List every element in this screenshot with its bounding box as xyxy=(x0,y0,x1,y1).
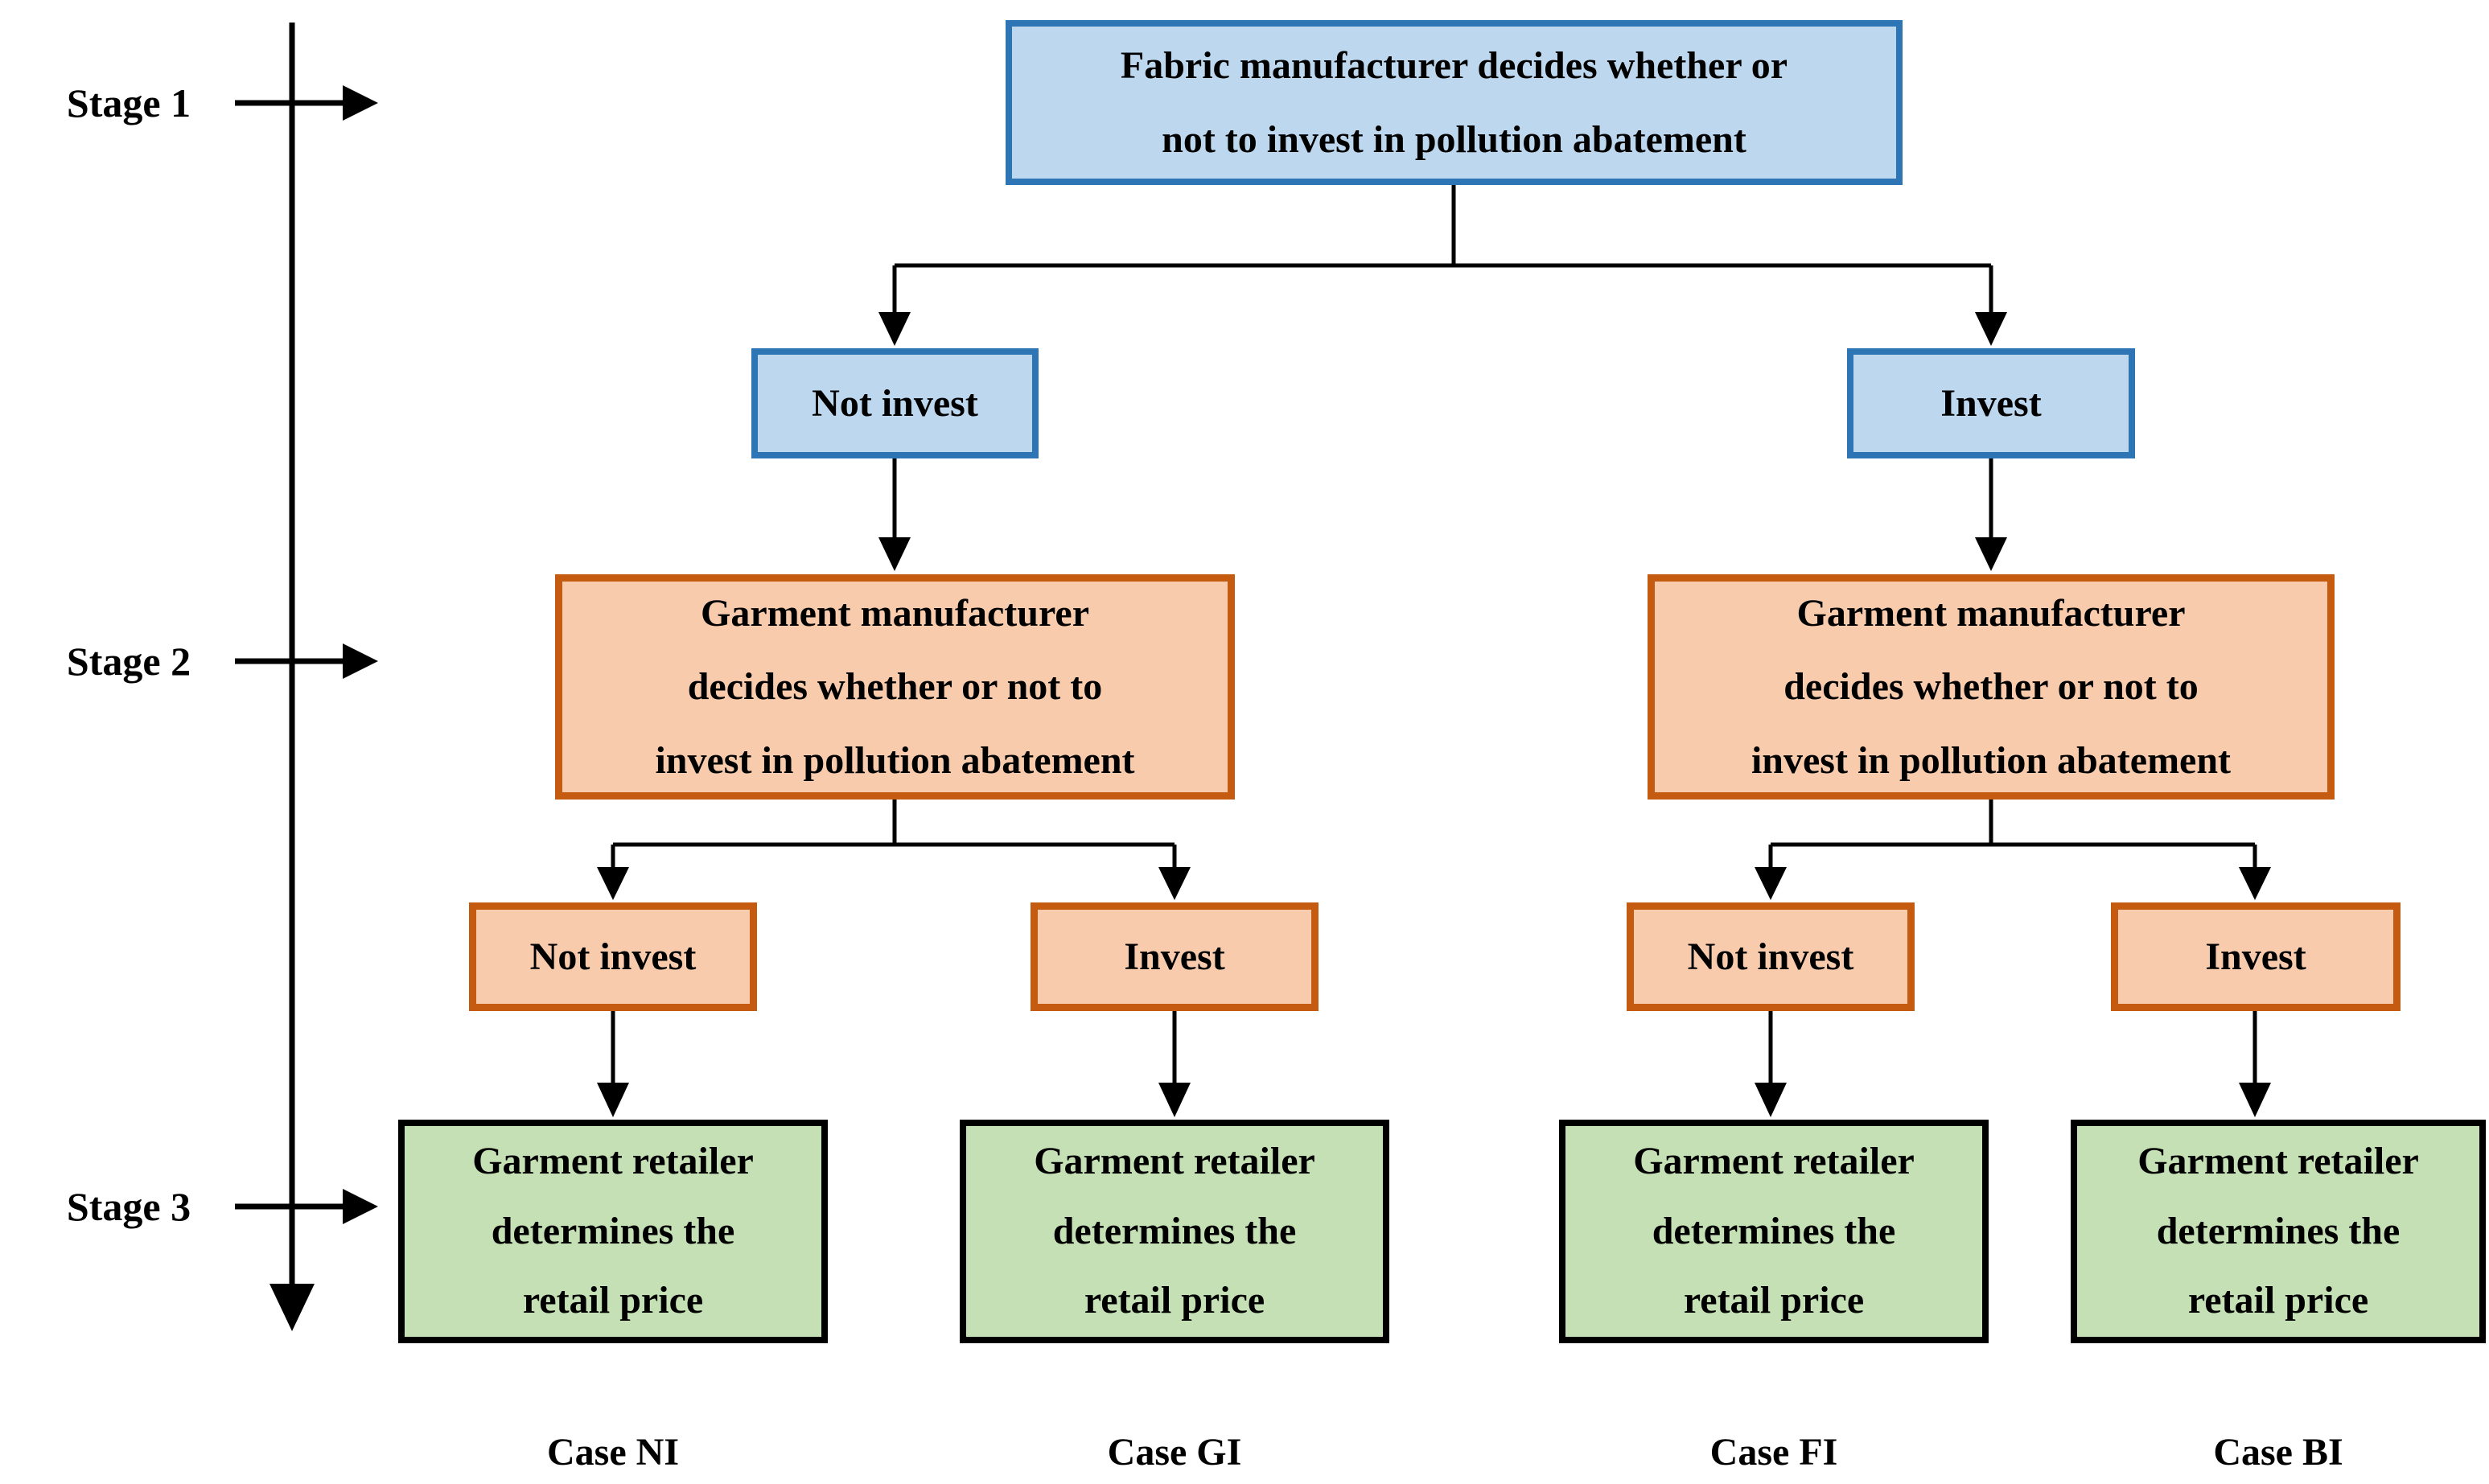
stage-3-label: Stage 3 xyxy=(66,1184,191,1229)
node-garment-decision-right: Garment manufacturer decides whether or … xyxy=(1648,574,2335,800)
node-garment-invest-left: Invest xyxy=(1031,902,1319,1011)
stage-2-label: Stage 2 xyxy=(66,639,191,684)
case-gi-label: Case GI xyxy=(1107,1430,1242,1474)
node-fabric-invest: Invest xyxy=(1847,348,2135,458)
stage-1-arrow xyxy=(235,85,378,121)
case-fi-label: Case FI xyxy=(1709,1430,1838,1474)
node-retailer-gi: Garment retailer determines the retail p… xyxy=(960,1120,1389,1343)
connector-garment-left-split xyxy=(597,800,1191,900)
node-retailer-fi: Garment retailer determines the retail p… xyxy=(1559,1120,1989,1343)
case-ni-label: Case NI xyxy=(547,1430,679,1474)
node-garment-invest-right: Invest xyxy=(2111,902,2401,1011)
timeline-arrow xyxy=(269,23,315,1331)
stage-1-label: Stage 1 xyxy=(66,80,191,125)
connector-to-retailer-bi xyxy=(2239,1011,2271,1117)
stage-3-arrow xyxy=(235,1189,378,1224)
connector-to-retailer-fi xyxy=(1755,1011,1787,1117)
node-garment-not-invest-left: Not invest xyxy=(469,902,757,1011)
node-garment-not-invest-right: Not invest xyxy=(1627,902,1915,1011)
connector-invest-to-garment-right xyxy=(1975,458,2007,571)
node-fabric-not-invest: Not invest xyxy=(751,348,1039,458)
connector-notinvest-to-garment-left xyxy=(878,458,911,571)
connector-to-retailer-ni xyxy=(597,1011,629,1117)
node-retailer-bi: Garment retailer determines the retail p… xyxy=(2071,1120,2486,1343)
node-retailer-ni: Garment retailer determines the retail p… xyxy=(398,1120,828,1343)
connector-to-retailer-gi xyxy=(1158,1011,1191,1117)
node-garment-decision-left: Garment manufacturer decides whether or … xyxy=(555,574,1235,800)
connector-garment-right-split xyxy=(1755,800,2271,900)
stage-2-arrow xyxy=(235,643,378,679)
case-bi-label: Case BI xyxy=(2213,1430,2343,1474)
connector-fabric-split xyxy=(878,185,2007,346)
node-fabric-decision: Fabric manufacturer decides whether or n… xyxy=(1006,20,1903,185)
